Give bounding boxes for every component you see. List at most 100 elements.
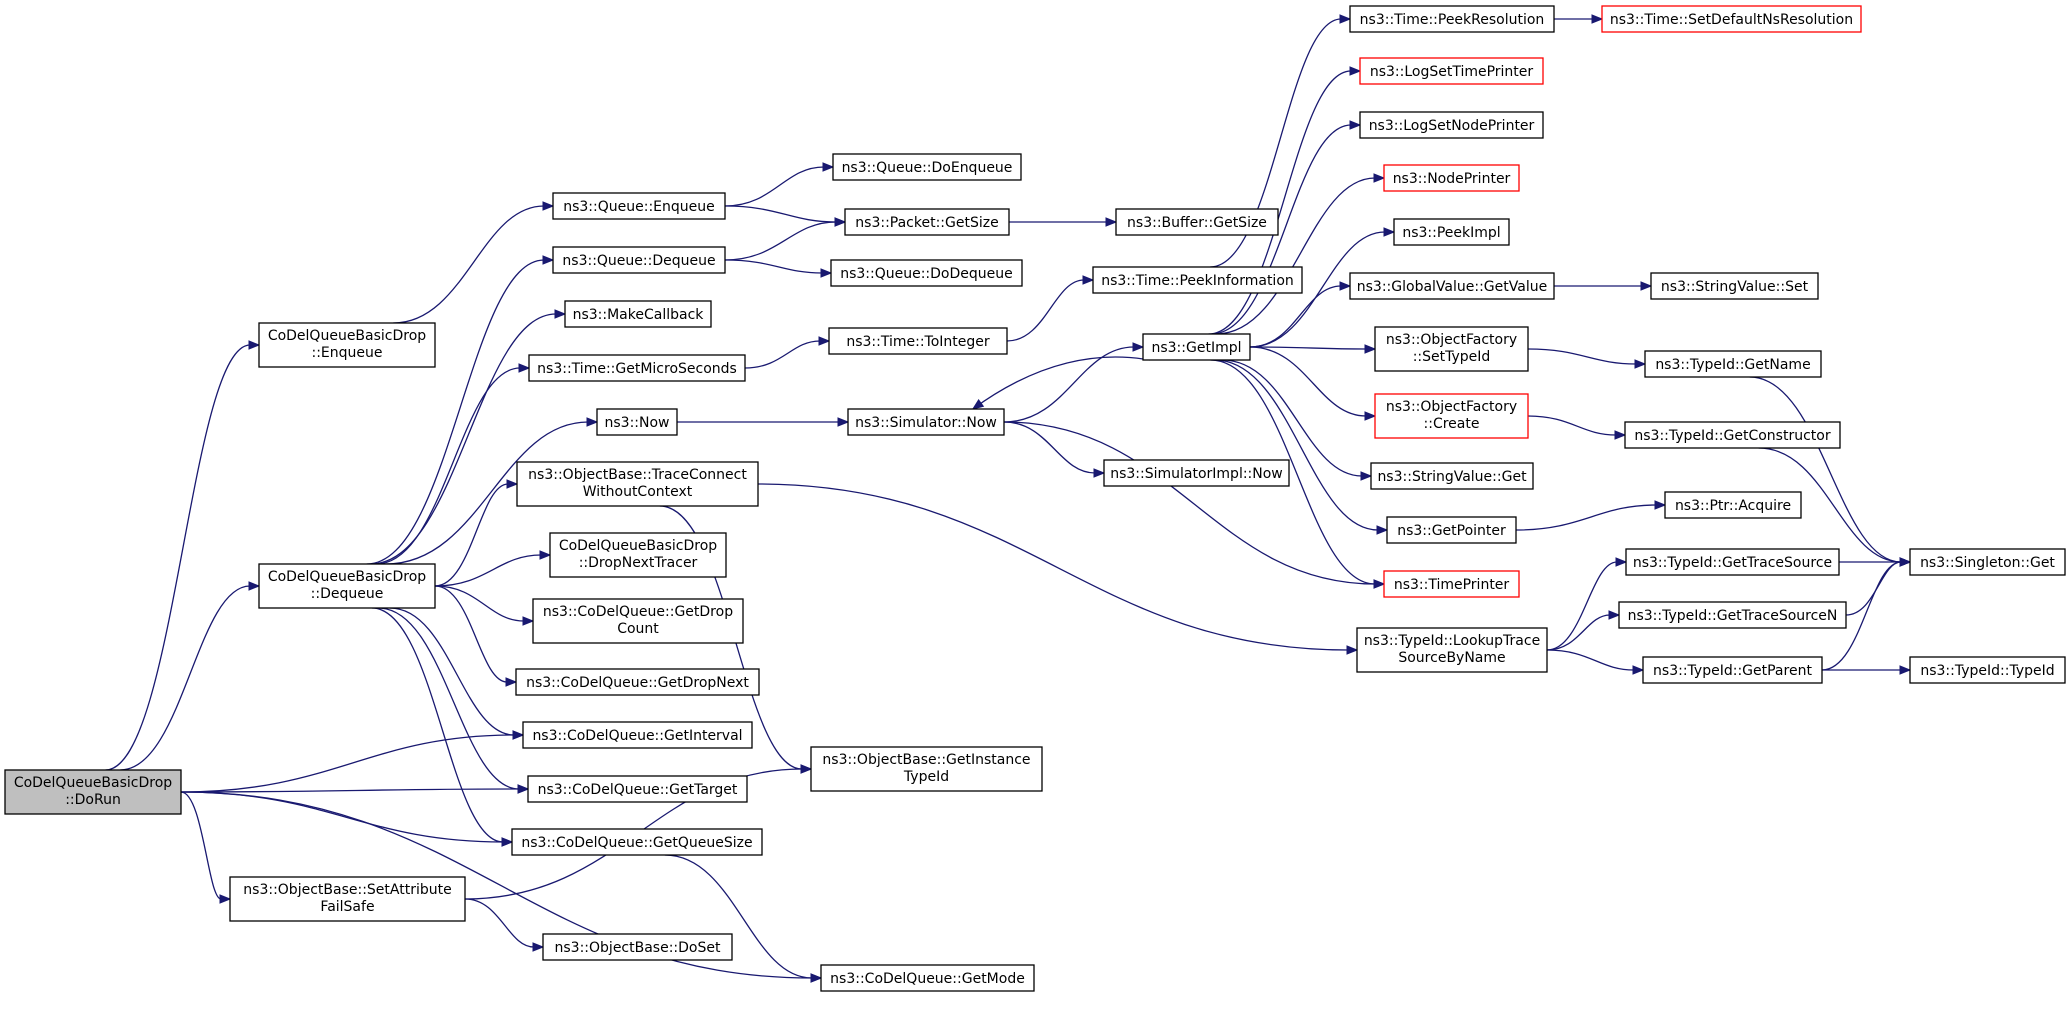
- node-getmode[interactable]: ns3::CoDelQueue::GetMode: [820, 964, 1035, 992]
- node-sv_set[interactable]: ns3::StringValue::Set: [1650, 272, 1819, 300]
- node-box-getmicro[interactable]: [528, 354, 746, 382]
- node-box-traceconnect[interactable]: [516, 461, 759, 507]
- node-box-q_enqueue[interactable]: [552, 192, 726, 220]
- node-box-simimpl_now[interactable]: [1103, 459, 1290, 487]
- node-box-enqueue[interactable]: [258, 322, 436, 368]
- node-box-q_dequeue[interactable]: [552, 246, 726, 274]
- node-box-tid_getparent[interactable]: [1642, 656, 1823, 684]
- node-buf_getsize[interactable]: ns3::Buffer::GetSize: [1115, 208, 1279, 236]
- node-box-dorun[interactable]: [4, 769, 182, 815]
- node-getinterval[interactable]: ns3::CoDelQueue::GetInterval: [522, 721, 753, 749]
- node-box-logsettime[interactable]: [1359, 57, 1544, 85]
- node-box-q_dodequeue[interactable]: [830, 259, 1023, 287]
- node-box-nodeprinter[interactable]: [1383, 164, 1520, 192]
- node-box-peekimpl[interactable]: [1393, 218, 1510, 246]
- node-box-buf_getsize[interactable]: [1115, 208, 1279, 236]
- node-box-ptr_acquire[interactable]: [1664, 491, 1802, 519]
- node-box-tid_getctor[interactable]: [1624, 421, 1841, 449]
- node-box-gettarget[interactable]: [527, 775, 748, 803]
- node-box-doset[interactable]: [542, 933, 733, 961]
- node-dequeue[interactable]: CoDelQueueBasicDrop::Dequeue: [258, 563, 436, 609]
- node-getimpl[interactable]: ns3::GetImpl: [1142, 333, 1251, 361]
- node-box-tid_typeid[interactable]: [1909, 656, 2066, 684]
- node-box-setattr[interactable]: [229, 876, 466, 922]
- node-box-getdropnext[interactable]: [515, 668, 760, 696]
- node-box-tointeger[interactable]: [828, 327, 1008, 355]
- node-tointeger[interactable]: ns3::Time::ToInteger: [828, 327, 1008, 355]
- node-box-singleton_get[interactable]: [1909, 548, 2066, 576]
- node-box-getinterval[interactable]: [522, 721, 753, 749]
- node-box-sim_now[interactable]: [847, 408, 1005, 436]
- node-box-gv_getvalue[interactable]: [1349, 272, 1555, 300]
- node-box-of_create[interactable]: [1374, 393, 1529, 439]
- node-q_dodequeue[interactable]: ns3::Queue::DoDequeue: [830, 259, 1023, 287]
- node-box-getimpl[interactable]: [1142, 333, 1251, 361]
- node-box-peekinfo[interactable]: [1092, 266, 1303, 294]
- node-setdefaultns[interactable]: ns3::Time::SetDefaultNsResolution: [1601, 5, 1862, 33]
- node-makecallback[interactable]: ns3::MakeCallback: [564, 300, 712, 328]
- node-box-getdropcount[interactable]: [532, 598, 744, 644]
- node-q_doenqueue[interactable]: ns3::Queue::DoEnqueue: [832, 153, 1022, 181]
- node-peekres[interactable]: ns3::Time::PeekResolution: [1349, 5, 1555, 33]
- node-box-peekres[interactable]: [1349, 5, 1555, 33]
- node-box-tid_gettrace[interactable]: [1625, 548, 1840, 576]
- node-sim_now[interactable]: ns3::Simulator::Now: [847, 408, 1005, 436]
- node-peekinfo[interactable]: ns3::Time::PeekInformation: [1092, 266, 1303, 294]
- node-q_dequeue[interactable]: ns3::Queue::Dequeue: [552, 246, 726, 274]
- node-logsettime[interactable]: ns3::LogSetTimePrinter: [1359, 57, 1544, 85]
- node-box-pkt_getsize[interactable]: [844, 208, 1010, 236]
- node-getpointer[interactable]: ns3::GetPointer: [1386, 516, 1517, 544]
- node-box-getqueuesize[interactable]: [511, 828, 763, 856]
- node-box-getpointer[interactable]: [1386, 516, 1517, 544]
- node-sv_get[interactable]: ns3::StringValue::Get: [1370, 462, 1534, 490]
- node-dorun[interactable]: CoDelQueueBasicDrop::DoRun: [4, 769, 182, 815]
- node-box-dropnexttracer[interactable]: [549, 532, 727, 578]
- node-of_create[interactable]: ns3::ObjectFactory::Create: [1374, 393, 1529, 439]
- node-gettarget[interactable]: ns3::CoDelQueue::GetTarget: [527, 775, 748, 803]
- node-tid_gettrace[interactable]: ns3::TypeId::GetTraceSource: [1625, 548, 1840, 576]
- node-box-sv_get[interactable]: [1370, 462, 1534, 490]
- node-tid_getparent[interactable]: ns3::TypeId::GetParent: [1642, 656, 1823, 684]
- node-now[interactable]: ns3::Now: [596, 408, 678, 436]
- node-box-logsetnode[interactable]: [1359, 111, 1544, 139]
- node-gv_getvalue[interactable]: ns3::GlobalValue::GetValue: [1349, 272, 1555, 300]
- node-simimpl_now[interactable]: ns3::SimulatorImpl::Now: [1103, 459, 1290, 487]
- node-getqueuesize[interactable]: ns3::CoDelQueue::GetQueueSize: [511, 828, 763, 856]
- node-box-tid_gettracen[interactable]: [1618, 601, 1847, 629]
- node-tid_gettracen[interactable]: ns3::TypeId::GetTraceSourceN: [1618, 601, 1847, 629]
- node-of_settypeid[interactable]: ns3::ObjectFactory::SetTypeId: [1374, 326, 1529, 372]
- node-box-q_doenqueue[interactable]: [832, 153, 1022, 181]
- node-logsetnode[interactable]: ns3::LogSetNodePrinter: [1359, 111, 1544, 139]
- node-traceconnect[interactable]: ns3::ObjectBase::TraceConnectWithoutCont…: [516, 461, 759, 507]
- node-box-getmode[interactable]: [820, 964, 1035, 992]
- node-box-lookuptrace[interactable]: [1356, 627, 1548, 673]
- node-box-dequeue[interactable]: [258, 563, 436, 609]
- node-getdropnext[interactable]: ns3::CoDelQueue::GetDropNext: [515, 668, 760, 696]
- node-tid_getctor[interactable]: ns3::TypeId::GetConstructor: [1624, 421, 1841, 449]
- node-dropnexttracer[interactable]: CoDelQueueBasicDrop::DropNextTracer: [549, 532, 727, 578]
- node-box-of_settypeid[interactable]: [1374, 326, 1529, 372]
- node-box-now[interactable]: [596, 408, 678, 436]
- node-box-setdefaultns[interactable]: [1601, 5, 1862, 33]
- node-box-makecallback[interactable]: [564, 300, 712, 328]
- node-peekimpl[interactable]: ns3::PeekImpl: [1393, 218, 1510, 246]
- node-nodeprinter[interactable]: ns3::NodePrinter: [1383, 164, 1520, 192]
- node-ptr_acquire[interactable]: ns3::Ptr::Acquire: [1664, 491, 1802, 519]
- node-getmicro[interactable]: ns3::Time::GetMicroSeconds: [528, 354, 746, 382]
- node-doset[interactable]: ns3::ObjectBase::DoSet: [542, 933, 733, 961]
- node-box-getinstancetypeid[interactable]: [810, 746, 1043, 792]
- node-q_enqueue[interactable]: ns3::Queue::Enqueue: [552, 192, 726, 220]
- node-singleton_get[interactable]: ns3::Singleton::Get: [1909, 548, 2066, 576]
- node-enqueue[interactable]: CoDelQueueBasicDrop::Enqueue: [258, 322, 436, 368]
- node-tid_typeid[interactable]: ns3::TypeId::TypeId: [1909, 656, 2066, 684]
- node-box-sv_set[interactable]: [1650, 272, 1819, 300]
- node-tid_getname[interactable]: ns3::TypeId::GetName: [1644, 350, 1822, 378]
- node-box-tid_getname[interactable]: [1644, 350, 1822, 378]
- node-timeprinter[interactable]: ns3::TimePrinter: [1383, 570, 1520, 598]
- node-box-timeprinter[interactable]: [1383, 570, 1520, 598]
- node-pkt_getsize[interactable]: ns3::Packet::GetSize: [844, 208, 1010, 236]
